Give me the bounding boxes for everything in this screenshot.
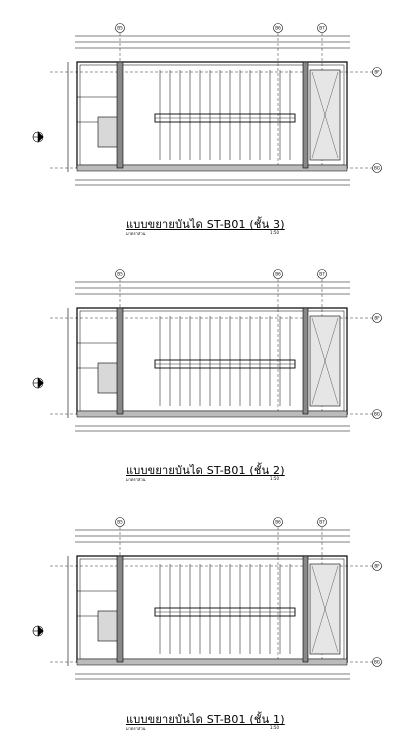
scale-value: 1:50: [270, 476, 279, 481]
grid-label-bf: BF: [374, 564, 380, 569]
grid-label-b7: B7: [319, 272, 325, 277]
grid-label-b5: B5: [117, 272, 123, 277]
grid-label-b5: B5: [117, 520, 123, 525]
plan-title-text: แบบขยายบันได ST-B01 (ชั้น 2): [126, 464, 285, 477]
plan-title-floor-2: แบบขยายบันได ST-B01 (ชั้น 2): [126, 461, 285, 479]
grid-label-bf: BF: [374, 316, 380, 321]
scale-label-left: มาตราส่วน: [126, 726, 146, 731]
floor-plan-drawing: B5 B6 B7 BF BG: [32, 23, 382, 186]
grid-label-b6: B6: [275, 272, 281, 277]
plan-title-floor-1: แบบขยายบันได ST-B01 (ชั้น 1): [126, 710, 285, 728]
scale-label-left: มาตราส่วน: [126, 231, 146, 236]
floor-plan-drawing: B5 B6 B7 BF BG: [32, 269, 382, 432]
floor-plan-drawing: B5 B6 B7 BF BG: [32, 517, 382, 680]
plan-title-text: แบบขยายบันได ST-B01 (ชั้น 1): [126, 713, 285, 726]
grid-label-b7: B7: [319, 520, 325, 525]
section-marker-icon: [32, 131, 44, 143]
plan-title-floor-3: แบบขยายบันได ST-B01 (ชั้น 3): [126, 215, 285, 233]
stair-plan-floor-3: B5 B6 B7 BF BG: [20, 22, 390, 197]
grid-label-bg: BG: [374, 660, 380, 665]
grid-label-bg: BG: [374, 166, 380, 171]
grid-label-bf: BF: [374, 70, 380, 75]
grid-label-b5: B5: [117, 26, 123, 31]
plan-title-text: แบบขยายบันได ST-B01 (ชั้น 3): [126, 218, 285, 231]
grid-label-b6: B6: [275, 26, 281, 31]
stair-plan-floor-1: B5 B6 B7 BF BG: [20, 516, 390, 691]
grid-label-b6: B6: [275, 520, 281, 525]
grid-label-b7: B7: [319, 26, 325, 31]
scale-value: 1:50: [270, 725, 279, 730]
section-marker-icon: [32, 377, 44, 389]
section-marker-icon: [32, 625, 44, 637]
grid-label-bg: BG: [374, 412, 380, 417]
stair-plan-floor-2: B5 B6 B7 BF BG: [20, 268, 390, 443]
scale-value: 1:50: [270, 230, 279, 235]
scale-label-left: มาตราส่วน: [126, 477, 146, 482]
